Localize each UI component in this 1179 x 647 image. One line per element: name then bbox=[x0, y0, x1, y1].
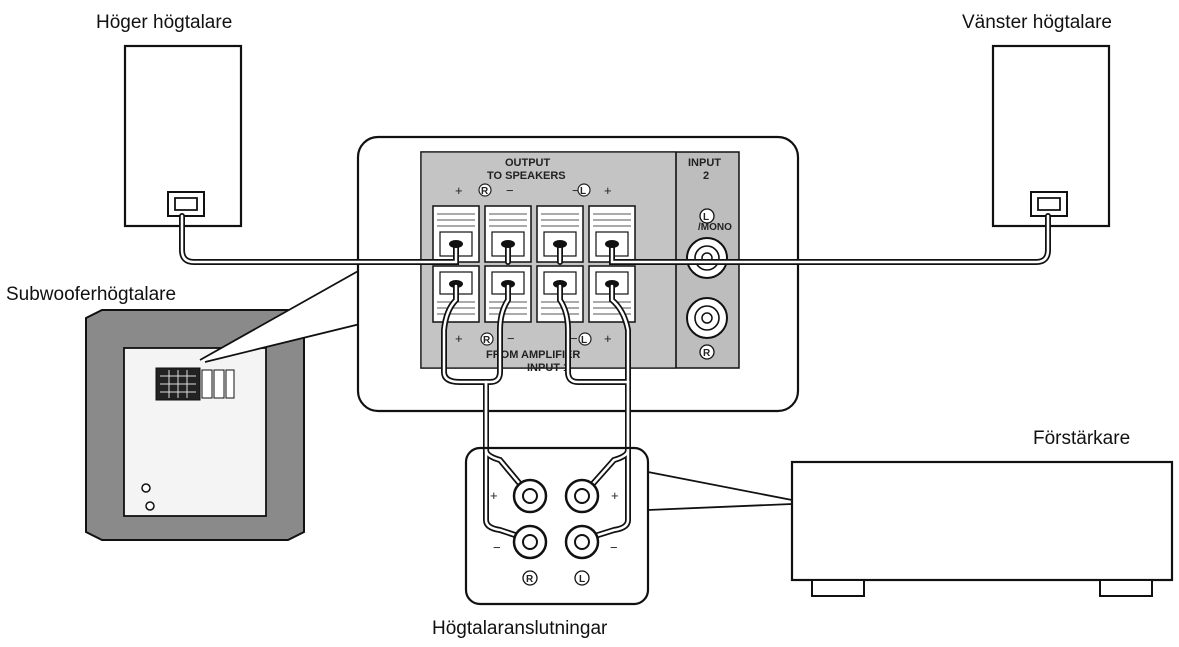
panel-r-mark-bottom: R bbox=[483, 335, 491, 346]
panel-r-mark-top: R bbox=[481, 186, 489, 197]
panel-l-mark-bottom: L bbox=[581, 335, 587, 346]
input1-label: INPUT 1 bbox=[527, 362, 569, 374]
subwoofer-label: Subwooferhögtalare bbox=[6, 284, 176, 305]
spring-terminal bbox=[536, 265, 584, 323]
input2-r-mark: R bbox=[703, 348, 711, 359]
mono-label: /MONO bbox=[698, 222, 732, 233]
input2-l-mark: L bbox=[703, 212, 709, 223]
svg-text:+: + bbox=[604, 183, 612, 198]
amp-minus-right: − bbox=[610, 540, 618, 555]
left-speaker bbox=[991, 44, 1111, 228]
amp-minus-left: − bbox=[493, 540, 501, 555]
input2-number: 2 bbox=[703, 170, 709, 182]
amp-binding-posts bbox=[512, 478, 600, 560]
amp-terminal-box bbox=[464, 446, 650, 606]
speaker-terminals-label: Högtalaranslutningar bbox=[432, 618, 608, 639]
from-amplifier-label: FROM AMPLIFIER bbox=[486, 349, 580, 361]
svg-text:+: + bbox=[455, 331, 463, 346]
svg-text:−: − bbox=[507, 331, 515, 346]
svg-text:−: − bbox=[506, 183, 514, 198]
amp-plus-right: + bbox=[611, 488, 619, 503]
svg-text:+: + bbox=[455, 183, 463, 198]
left-speaker-label: Vänster högtalare bbox=[962, 12, 1112, 33]
right-speaker-label: Höger högtalare bbox=[96, 12, 232, 33]
right-speaker bbox=[123, 44, 243, 228]
amp-plus-left: + bbox=[490, 488, 498, 503]
panel-l-mark-top: L bbox=[580, 186, 586, 197]
output-title: OUTPUT bbox=[505, 157, 551, 169]
panel-bottom-marks: + R − − L + bbox=[455, 331, 612, 346]
svg-text:+: + bbox=[604, 331, 612, 346]
spring-terminal bbox=[484, 265, 532, 323]
amp-l-mark: L bbox=[579, 574, 585, 585]
output-subtitle: TO SPEAKERS bbox=[487, 170, 566, 182]
svg-text:−: − bbox=[572, 183, 580, 198]
amplifier-label: Förstärkare bbox=[1033, 428, 1130, 449]
amp-r-mark: R bbox=[526, 574, 534, 585]
amplifier bbox=[790, 460, 1174, 597]
svg-text:−: − bbox=[570, 331, 578, 346]
panel-top-marks: + R − − L + bbox=[455, 183, 612, 198]
amplifier-callout bbox=[647, 471, 793, 511]
subwoofer bbox=[85, 309, 305, 541]
input2-title: INPUT bbox=[688, 157, 721, 169]
